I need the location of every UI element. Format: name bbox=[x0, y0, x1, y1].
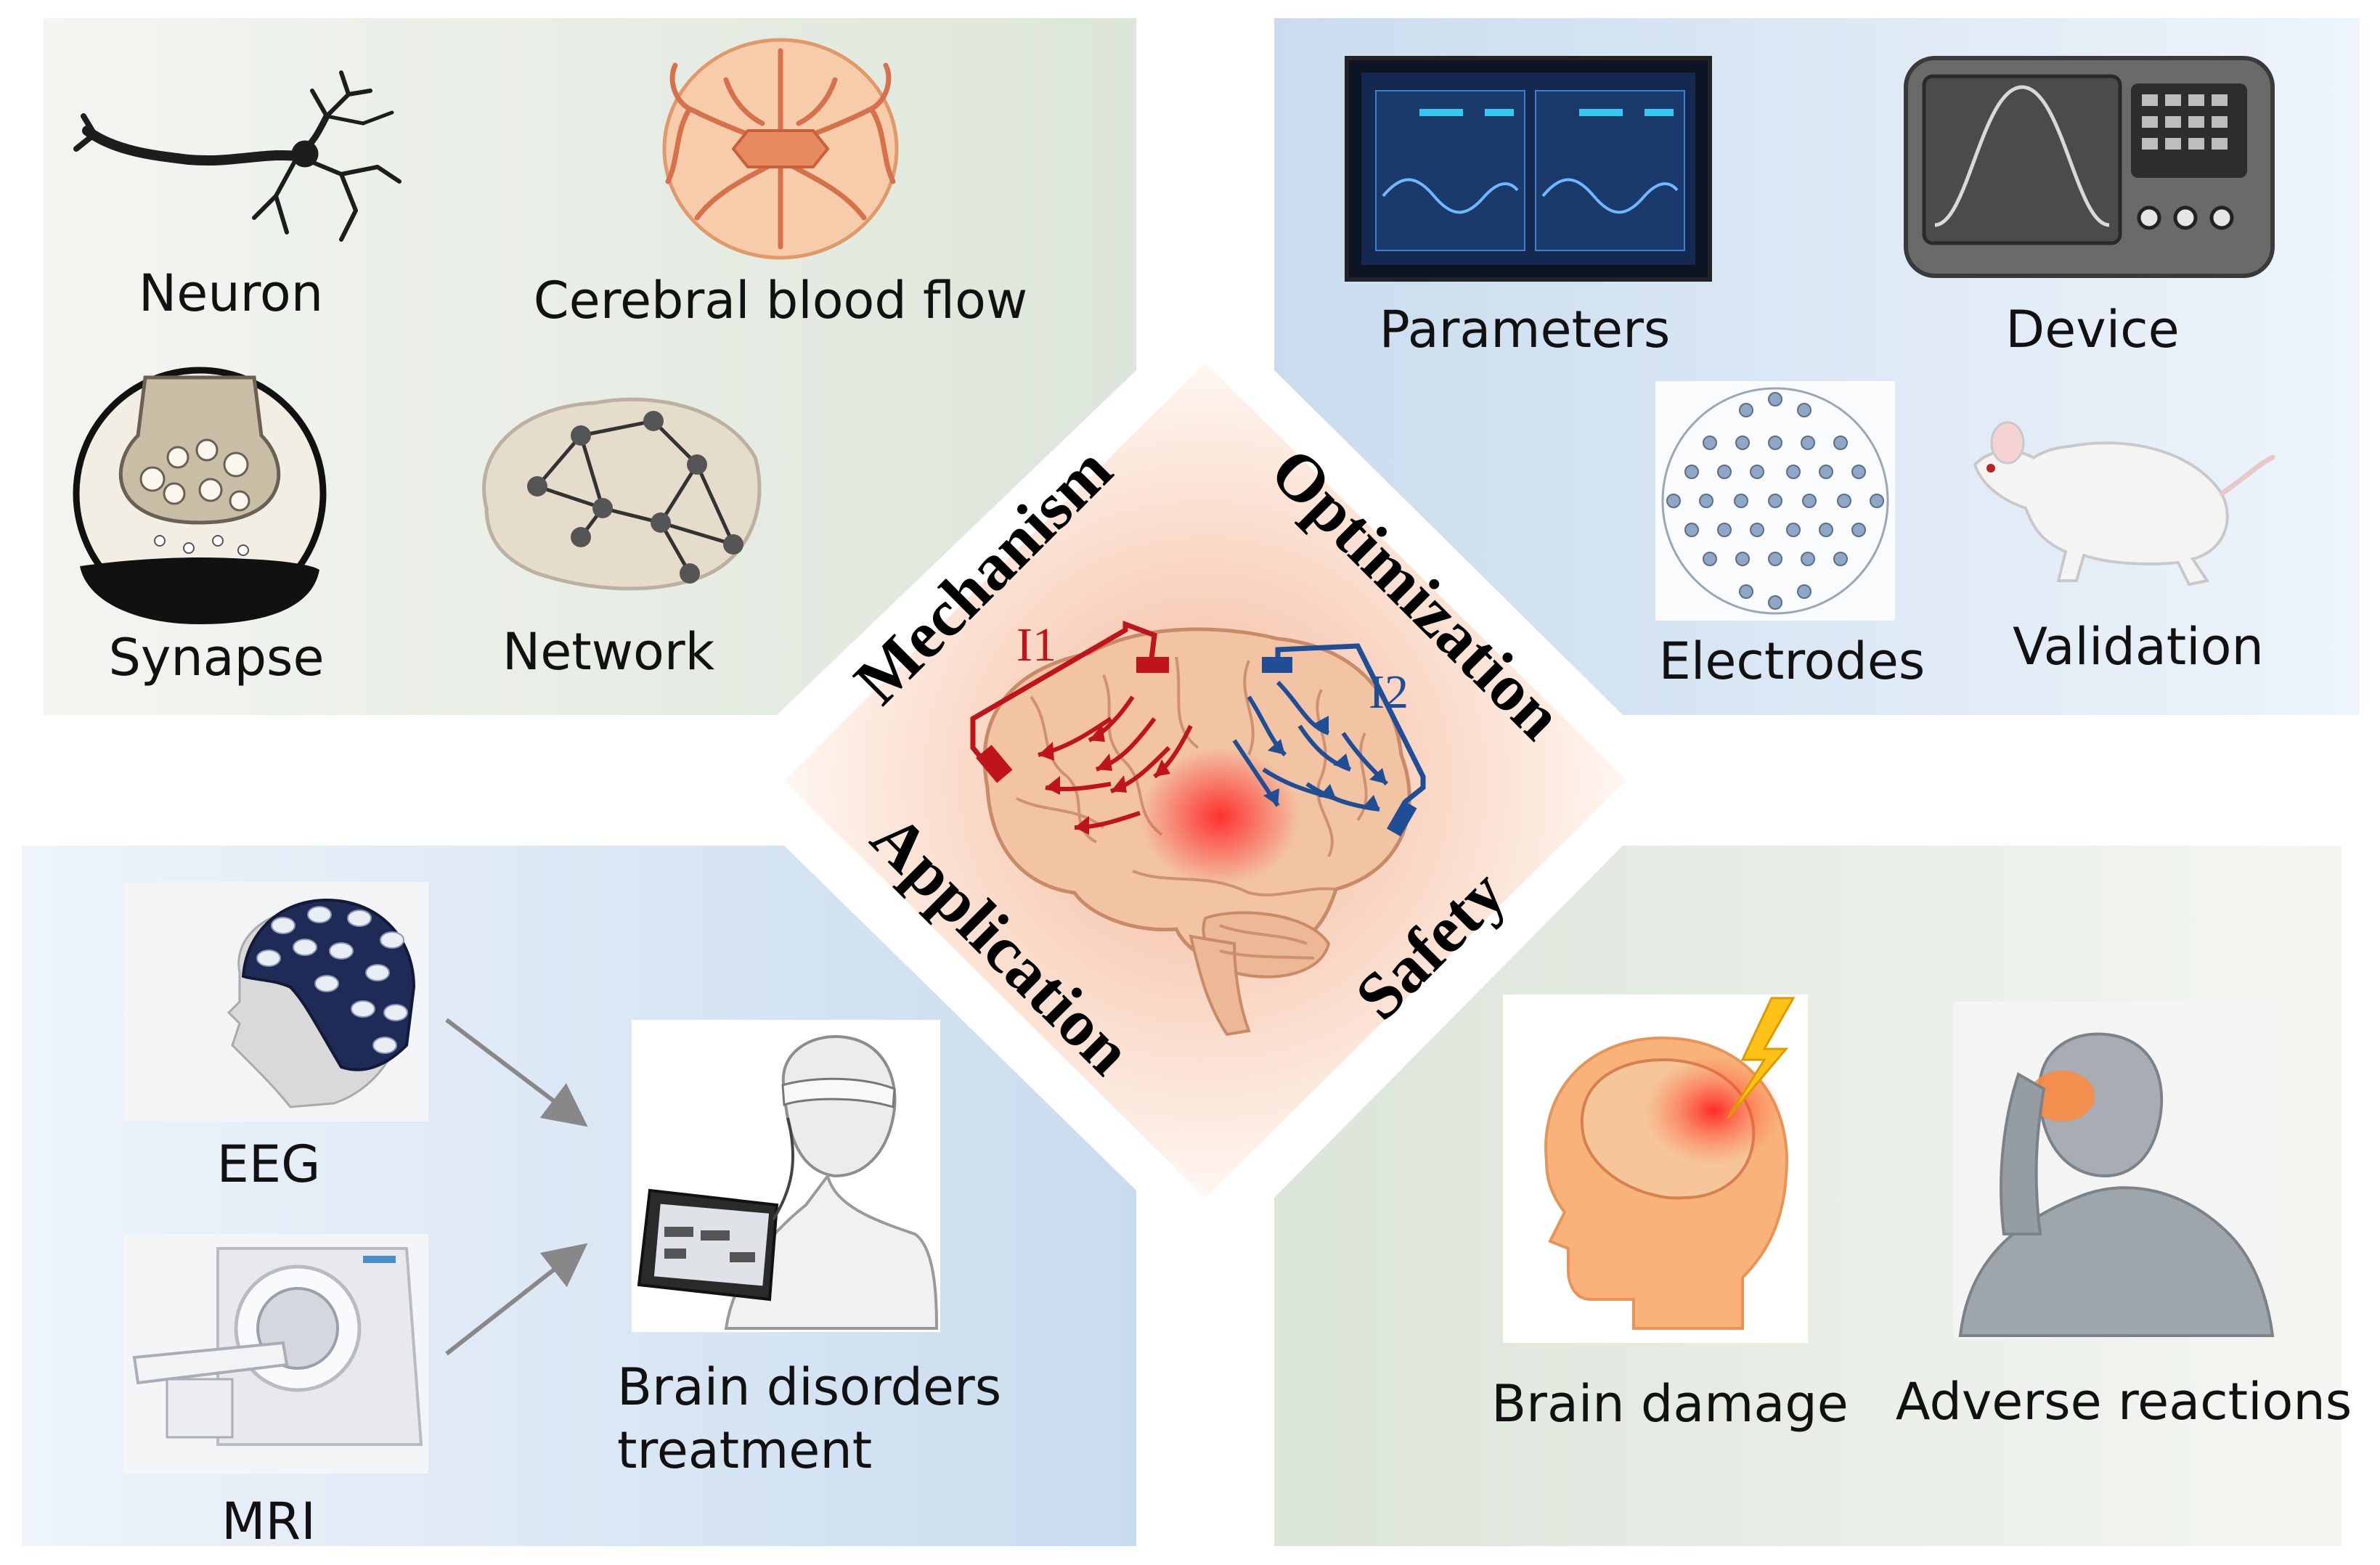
label-cerebral-blood-flow: Cerebral blood flow bbox=[533, 271, 1028, 330]
arrows-to-treatment bbox=[445, 1018, 588, 1356]
label-mri: MRI bbox=[221, 1492, 316, 1551]
label-parameters: Parameters bbox=[1379, 300, 1671, 359]
label-treatment-line1: Brain disorders bbox=[617, 1357, 1002, 1417]
cerebral-blood-flow-icon bbox=[662, 38, 899, 260]
eeg-cap-head-icon bbox=[123, 882, 428, 1121]
synapse-icon bbox=[73, 367, 327, 624]
label-validation: Validation bbox=[2013, 617, 2264, 677]
parameters-screen-icon bbox=[1345, 56, 1712, 282]
current-i2-label: I2 bbox=[1369, 666, 1409, 719]
rat-icon bbox=[1973, 421, 2275, 587]
treatment-illustration-icon bbox=[632, 1020, 940, 1332]
device-icon bbox=[1904, 56, 2275, 278]
label-synapse: Synapse bbox=[108, 628, 325, 687]
label-neuron: Neuron bbox=[138, 263, 324, 323]
brain-damage-head-icon bbox=[1503, 994, 1808, 1343]
adverse-reactions-figure-icon bbox=[1953, 1002, 2275, 1339]
label-eeg: EEG bbox=[216, 1135, 321, 1194]
neuron-icon bbox=[73, 70, 402, 242]
label-brain-damage: Brain damage bbox=[1491, 1374, 1849, 1434]
central-brain-illustration: I1 I2 bbox=[970, 618, 1426, 1037]
label-adverse-reactions: Adverse reactions bbox=[1895, 1372, 2352, 1431]
current-i1-label: I1 bbox=[1016, 618, 1056, 671]
mri-scanner-icon bbox=[123, 1234, 428, 1474]
label-electrodes: Electrodes bbox=[1658, 632, 1925, 691]
label-treatment-line2: treatment bbox=[617, 1421, 873, 1480]
network-icon bbox=[482, 397, 762, 591]
label-network: Network bbox=[502, 622, 715, 682]
label-device: Device bbox=[2005, 300, 2180, 359]
electrodes-layout-icon bbox=[1655, 381, 1895, 621]
